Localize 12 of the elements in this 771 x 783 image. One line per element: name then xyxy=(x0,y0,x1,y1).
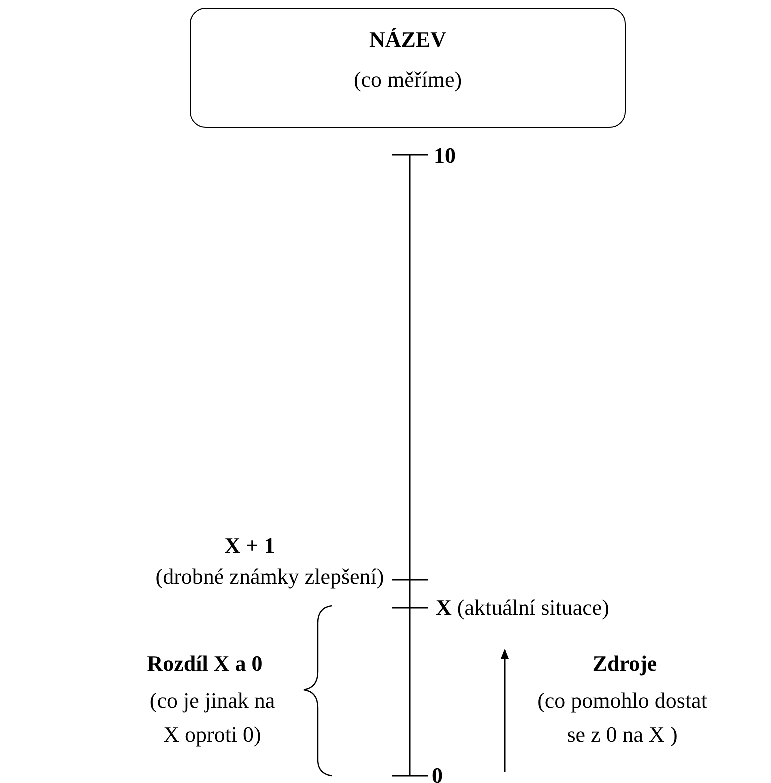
tick-note: (drobné známky zlepšení) xyxy=(154,563,386,591)
annotation-heading: Zdroje xyxy=(592,650,658,678)
scale-value: 10 xyxy=(434,142,457,170)
annotation-text: (co je jinak na X oproti 0) xyxy=(148,687,276,750)
annotation-heading: Rozdíl X a 0 xyxy=(146,650,264,678)
tick-label: X + 1 xyxy=(224,532,276,560)
tick-label: X (aktuální situace) xyxy=(436,594,610,622)
box-subtitle: (co měříme) xyxy=(352,67,464,93)
scale-value: 0 xyxy=(432,762,444,783)
box-heading: NÁZEV xyxy=(368,27,448,53)
annotation-text: (co pomohlo dostat se z 0 na X ) xyxy=(536,687,708,750)
title-box xyxy=(190,8,626,128)
